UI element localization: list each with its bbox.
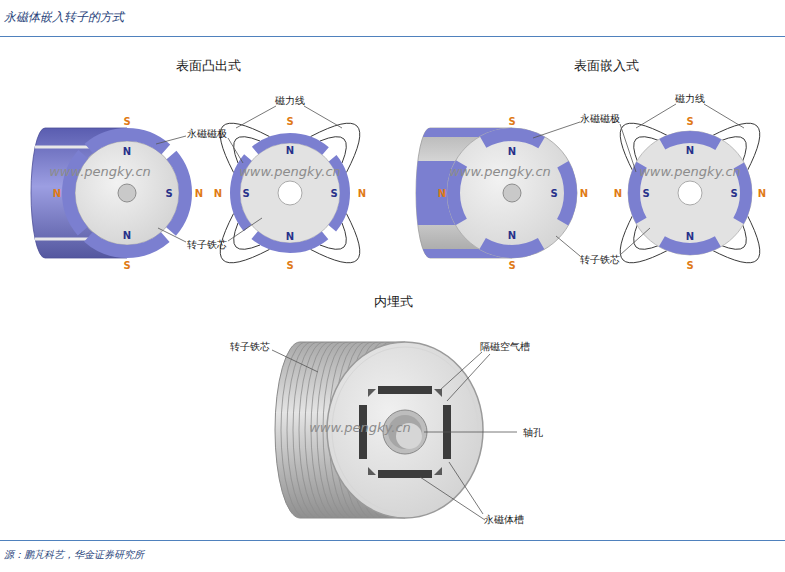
watermark: www.pengky.cn — [239, 165, 341, 179]
pole-letter: N — [758, 188, 766, 199]
callout-label: 转子铁芯 — [580, 254, 620, 265]
pole-letter: S — [123, 116, 130, 127]
pole-letter: S — [286, 260, 293, 271]
callout-label: 永磁体槽 — [484, 514, 524, 525]
pole-letter: N — [686, 231, 694, 242]
pole-letter: N — [53, 188, 61, 199]
pole-letter: S — [550, 188, 557, 199]
callout-label: 隔磁空气槽 — [480, 341, 530, 352]
pole-letter: N — [614, 188, 622, 199]
pole-letter: S — [508, 116, 515, 127]
pole-letter: N — [358, 188, 366, 199]
figure-title: 永磁体嵌入转子的方式 — [4, 11, 124, 24]
pole-letter: N — [686, 145, 694, 156]
pole-letter: S — [642, 188, 649, 199]
section-heading: 表面凸出式 — [176, 59, 241, 73]
callout-label: 磁力线 — [275, 95, 305, 106]
pole-letter: S — [242, 188, 249, 199]
pole-letter: N — [580, 188, 588, 199]
callout-label: 轴孔 — [523, 427, 543, 438]
watermark: www.pengky.cn — [49, 165, 151, 179]
callout-label: 转子铁芯 — [230, 341, 270, 352]
watermark: www.pengky.cn — [449, 165, 551, 179]
pole-letter: S — [330, 188, 337, 199]
watermark: www.pengky.cn — [309, 421, 411, 435]
callout-label: 永磁磁极 — [580, 113, 620, 124]
source-caption: 源：鹏芃科艺，华金证券研究所 — [4, 549, 144, 560]
pole-letter: N — [508, 230, 516, 241]
pole-letter: S — [123, 260, 130, 271]
pole-letter: S — [508, 260, 515, 271]
section-heading: 表面嵌入式 — [574, 59, 639, 73]
pole-letter: N — [508, 146, 516, 157]
pole-letter: N — [123, 230, 131, 241]
pole-letter: S — [730, 188, 737, 199]
pole-letter: N — [438, 188, 446, 199]
section-heading: 内埋式 — [374, 295, 413, 309]
pole-letter: S — [286, 116, 293, 127]
callout-label: 磁力线 — [675, 93, 705, 104]
pole-letter: N — [286, 231, 294, 242]
callout-label: 转子铁芯 — [187, 239, 227, 250]
pole-letter: S — [686, 260, 693, 271]
callout-label: 永磁磁极 — [187, 128, 227, 139]
pole-letter: S — [686, 116, 693, 127]
pole-letter: N — [195, 188, 203, 199]
pole-letter: N — [214, 188, 222, 199]
watermark: www.pengky.cn — [639, 165, 741, 179]
pole-letter: N — [286, 145, 294, 156]
pole-letter: N — [123, 146, 131, 157]
pole-letter: S — [165, 188, 172, 199]
